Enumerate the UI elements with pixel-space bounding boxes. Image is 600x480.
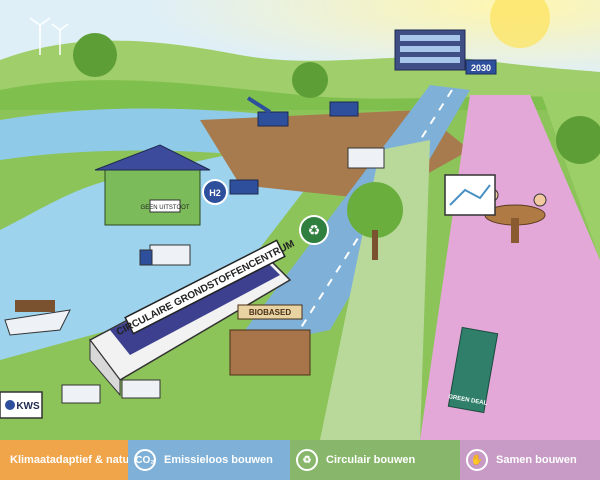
- recycle-badge: ♻: [299, 215, 329, 245]
- green-building: GEEN UITSTOOT: [94, 144, 211, 226]
- green-deal-board: GREEN DEAL: [448, 326, 499, 414]
- legend-label-circular: Circulair bouwen: [326, 453, 416, 466]
- wind-turbine-icon: [29, 17, 69, 55]
- legend-label-together: Samen bouwen: [496, 453, 577, 466]
- svg-text:♻: ♻: [308, 222, 321, 238]
- trees: [73, 33, 600, 260]
- legend-item-emission: CO₂ Emissieloos bouwen: [128, 440, 290, 480]
- legend-item-together: ✋ Samen bouwen: [460, 440, 600, 480]
- legend-item-circular: ♻ Circulair bouwen: [290, 440, 460, 480]
- trucks: [61, 147, 385, 404]
- brand-sign: KWS: [0, 391, 43, 419]
- presentation-board: [444, 174, 496, 216]
- building-label: GEEN UITSTOOT: [141, 205, 190, 211]
- excavators: [229, 96, 359, 195]
- biobased-stall: BIOBASED: [229, 304, 311, 376]
- year-sign-text: 2030: [471, 63, 491, 73]
- theme-legend: Klimaatadaptief & natuurinclusief CO₂ Em…: [0, 440, 600, 480]
- legend-label-climate: Klimaatadaptief & natuurinclusief: [10, 453, 128, 466]
- stall-label: BIOBASED: [249, 308, 291, 317]
- legend-item-climate: Klimaatadaptief & natuurinclusief: [0, 440, 128, 480]
- office-building: [394, 29, 466, 71]
- brand-sign-text: KWS: [16, 401, 40, 412]
- handshake-icon: ✋: [466, 449, 488, 471]
- year-sign: 2030: [465, 59, 497, 75]
- barge: [4, 300, 71, 336]
- co2-leaf-icon: CO₂: [134, 449, 156, 471]
- sun: [490, 0, 550, 48]
- legend-label-emission: Emissieloos bouwen: [164, 453, 273, 466]
- hydrogen-badge: H2: [202, 179, 228, 205]
- illustration-scene: 2030 CIRCULAIRE GRONDSTOFFENCENTRUM GEEN…: [0, 0, 600, 440]
- recycle-icon: ♻: [296, 449, 318, 471]
- hydrogen-badge-text: H2: [209, 188, 221, 198]
